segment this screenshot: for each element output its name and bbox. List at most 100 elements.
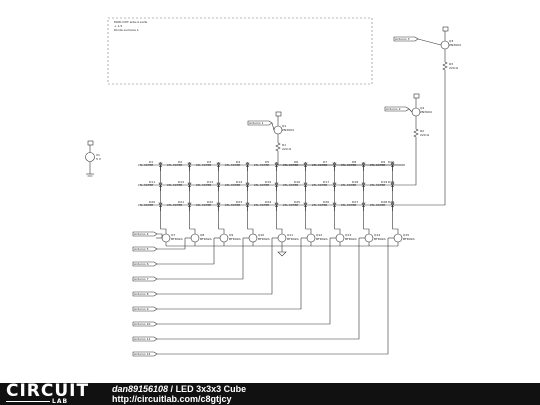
arduino-input-7[interactable]: Arduino 7 [132, 238, 244, 282]
led-label: D27 [352, 200, 358, 204]
resistor-name: R1 [282, 143, 286, 147]
voltage-source-v1[interactable]: V1 5 V [85, 140, 102, 177]
led-part: LTL-307EE [283, 163, 298, 167]
led-part: LTL-307EE [312, 163, 327, 167]
row-end-label: D19 [388, 180, 394, 184]
led-label: D26 [323, 200, 329, 204]
schematic-canvas: MOD-OUT side-4 ends + 1.5 Diode Lumiere … [85, 17, 461, 357]
transistor-name: Q1 [282, 124, 286, 128]
led-part: LTL-307EE [283, 203, 298, 207]
led-label: D5 [265, 160, 269, 164]
arduino-input-5[interactable]: Arduino 5 [132, 238, 186, 252]
transistor-name: Q14 [374, 233, 380, 237]
transistor-name: Q2 [420, 106, 424, 110]
circuit-url[interactable]: http://circuitlab.com/c8gtjcy [112, 394, 232, 404]
arduino-input-label: Arduino 11 [134, 337, 150, 341]
resistor-name: R2 [420, 129, 424, 133]
led-part: LTL-307EE [225, 203, 240, 207]
author-name[interactable]: dan89156108 [112, 384, 169, 394]
transistor-name: Q11 [287, 233, 293, 237]
led-part: LTL-307EE [167, 203, 182, 207]
led-part: LTL-307EE [196, 183, 211, 187]
resistor-value: 220 Ω [282, 147, 292, 151]
led-part: LTL-307EE [312, 203, 327, 207]
transistor-part: 2N3904 [449, 43, 461, 47]
circuitlab-logo[interactable]: CIRCUIT [6, 381, 90, 401]
arduino-input-label: Arduino 8 [134, 292, 149, 296]
arduino-input-label: Arduino 9 [134, 307, 149, 311]
arduino-input-label: Arduino 10 [134, 322, 150, 326]
led-part: LTL-307EE [225, 183, 240, 187]
led-label: D1 [149, 160, 153, 164]
led-label: D3 [207, 160, 211, 164]
led-part: LTL-307EE [370, 203, 385, 207]
led-label: D12 [178, 180, 184, 184]
arduino-input-label: Arduino 7 [134, 277, 149, 281]
arduino-input-label: Arduino 6 [134, 262, 149, 266]
arduino-label-2[interactable]: Arduino 2 [384, 106, 410, 112]
transistor-name: Q7 [171, 233, 175, 237]
arduino-label-text: Arduino 2 [386, 107, 401, 111]
arduino-label-3[interactable]: Arduino 3 [393, 36, 419, 42]
source-value: 5 V [96, 157, 102, 161]
transistor-part: BFR92A [287, 237, 300, 241]
arduino-input-9[interactable]: Arduino 9 [132, 238, 302, 312]
transistor-name: Q3 [449, 39, 453, 43]
circuit-title-line: dan89156108 / LED 3x3x3 Cube [112, 384, 246, 395]
transistor-part: BFR92A [171, 237, 184, 241]
arduino-input-6[interactable]: Arduino 6 [132, 238, 215, 267]
led-part: LTL-307EE [341, 163, 356, 167]
resistor-value: 220 Ω [420, 133, 430, 137]
arduino-input-11[interactable]: Arduino 11 [132, 238, 360, 342]
arduino-label-1[interactable]: Arduino 1 [247, 120, 273, 126]
arduino-input-10[interactable]: Arduino 10 [132, 238, 331, 327]
logo-underline [6, 401, 50, 402]
arduino-input-4[interactable]: Arduino 4 [132, 231, 163, 238]
transistor-part: BFR92A [316, 237, 329, 241]
transistor-name: Q13 [345, 233, 351, 237]
note-box [107, 17, 373, 85]
led-part: LTL-307EE [138, 183, 153, 187]
led-part: LTL-307EE [167, 163, 182, 167]
note-line-1: MOD-OUT side-4 ends [114, 20, 148, 24]
arduino-input-8[interactable]: Arduino 8 [132, 238, 273, 297]
led-part: LTL-307EE [283, 183, 298, 187]
arduino-input-12[interactable]: Arduino 12 [132, 238, 389, 357]
